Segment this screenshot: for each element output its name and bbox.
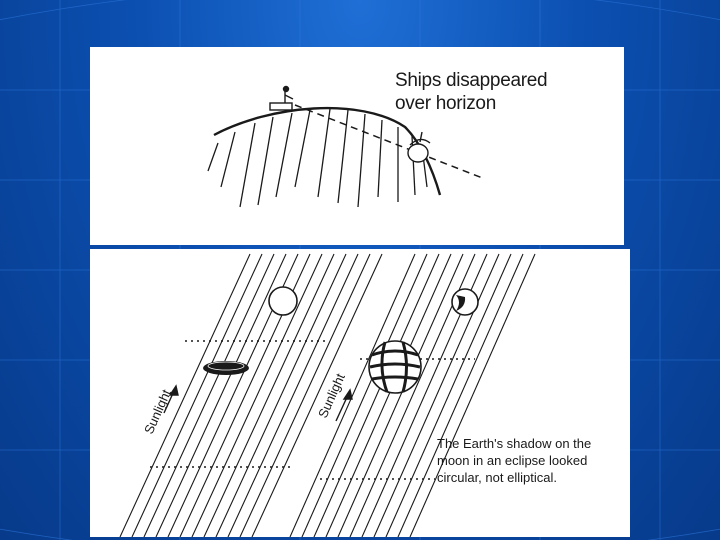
earth-left [269,287,297,315]
ships-horizon-panel: Ships disappeared over horizon [90,47,624,245]
sunlight-label-left: Sunlight [141,387,174,436]
ships-caption: Ships disappeared over horizon [395,69,547,115]
shadow-boundary-dots [150,341,475,479]
earth-right [452,289,478,315]
line-of-sight [295,105,485,179]
sunlight-label-right: Sunlight [315,371,348,420]
observer-figure [270,87,293,111]
earth-surface-arc [214,108,440,195]
moon-eclipsed [369,341,421,393]
eclipse-diagram: Sunlight Sunlight [90,249,630,537]
eclipse-caption: The Earth's shadow on the moon in an ecl… [437,435,591,486]
ship-at-horizon [408,132,430,162]
eclipse-panel: Sunlight Sunlight The Earth's shadow on … [90,249,630,537]
